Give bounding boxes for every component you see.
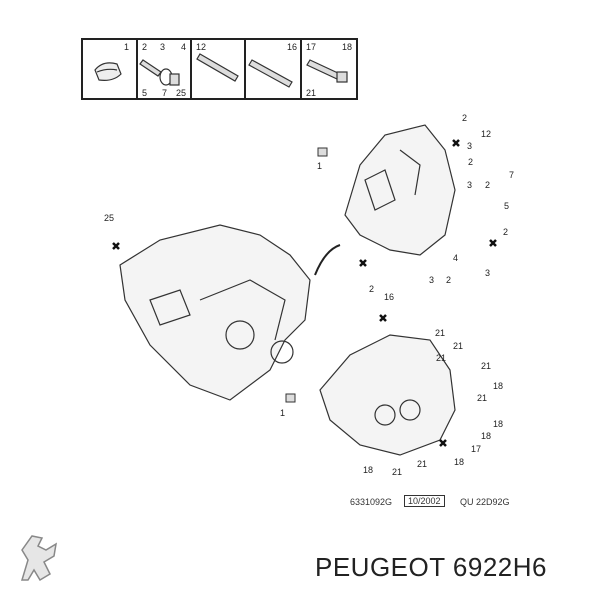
svg-text:4: 4 [181, 42, 186, 52]
stud-16-icon [248, 59, 293, 88]
svg-text:21: 21 [481, 361, 491, 371]
small-parts [285, 147, 328, 403]
svg-text:21: 21 [453, 341, 463, 351]
svg-text:2: 2 [485, 180, 490, 190]
svg-text:2: 2 [369, 284, 374, 294]
svg-text:21: 21 [477, 393, 487, 403]
peugeot-lion-logo [20, 535, 58, 582]
svg-text:21: 21 [436, 353, 446, 363]
svg-text:12: 12 [481, 129, 491, 139]
brand-name: PEUGEOT [315, 552, 446, 582]
brand-part-title: PEUGEOT 6922H6 [315, 552, 547, 583]
svg-text:21: 21 [306, 88, 316, 98]
clip-icon [94, 62, 122, 81]
clutch-housing [119, 224, 311, 401]
gearbox-casing [319, 334, 456, 456]
svg-text:2: 2 [503, 227, 508, 237]
svg-text:18: 18 [493, 419, 503, 429]
fastener-markers [112, 139, 497, 447]
svg-text:18: 18 [363, 465, 373, 475]
svg-text:1: 1 [317, 161, 322, 171]
svg-text:25: 25 [104, 213, 114, 223]
svg-text:2: 2 [462, 113, 467, 123]
callout-labels: 2 12 3 1 2 7 2 3 5 2 4 2 3 2 3 25 16 21 … [104, 113, 514, 477]
svg-text:16: 16 [384, 292, 394, 302]
parts-legend [81, 38, 358, 100]
stud-12-icon [196, 53, 239, 82]
svg-text:3: 3 [429, 275, 434, 285]
svg-text:3: 3 [160, 42, 165, 52]
gearbox-cover [344, 124, 456, 256]
svg-text:12: 12 [196, 42, 206, 52]
svg-text:1: 1 [280, 408, 285, 418]
svg-text:3: 3 [485, 268, 490, 278]
svg-text:5: 5 [142, 88, 147, 98]
drawing-code: QU 22D92G [460, 497, 510, 507]
svg-text:7: 7 [162, 88, 167, 98]
svg-text:21: 21 [392, 467, 402, 477]
svg-text:3: 3 [467, 180, 472, 190]
bolt-nut-washer-icon [139, 59, 180, 86]
svg-text:2: 2 [142, 42, 147, 52]
svg-text:18: 18 [342, 42, 352, 52]
svg-text:7: 7 [509, 170, 514, 180]
flange-bolt-icon [306, 59, 348, 83]
svg-text:3: 3 [467, 141, 472, 151]
assembly-arrow [314, 244, 341, 276]
svg-text:21: 21 [435, 328, 445, 338]
drawing-date: 10/2002 [404, 495, 445, 507]
legend-numbers: 1 2 3 4 5 7 25 12 16 17 18 21 [124, 42, 352, 98]
svg-text:2: 2 [468, 157, 473, 167]
drawing-number: 6331092G [350, 497, 393, 507]
svg-text:17: 17 [471, 444, 481, 454]
svg-text:4: 4 [453, 253, 458, 263]
svg-text:18: 18 [481, 431, 491, 441]
svg-text:5: 5 [504, 201, 509, 211]
svg-text:25: 25 [176, 88, 186, 98]
svg-text:17: 17 [306, 42, 316, 52]
svg-text:18: 18 [493, 381, 503, 391]
part-number: 6922H6 [452, 552, 547, 582]
svg-text:2: 2 [446, 275, 451, 285]
svg-text:16: 16 [287, 42, 297, 52]
svg-text:21: 21 [417, 459, 427, 469]
svg-text:18: 18 [454, 457, 464, 467]
svg-text:1: 1 [124, 42, 129, 52]
